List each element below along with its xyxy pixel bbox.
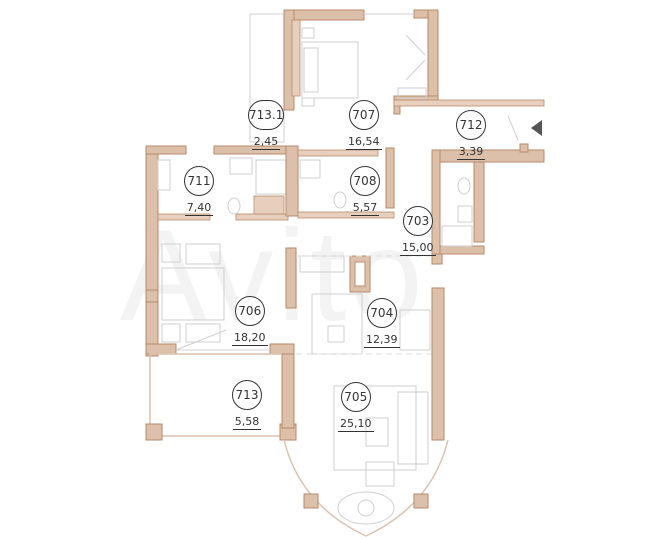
wall — [253, 195, 285, 215]
wall — [283, 9, 365, 21]
triangle-left-icon — [531, 120, 542, 136]
stove-icon — [327, 325, 345, 343]
shelf-icon — [397, 87, 427, 99]
room-number: 711 — [184, 166, 214, 196]
dining-chairs-icon — [399, 309, 431, 351]
wall — [427, 9, 439, 101]
room-label-711: 711 7,40 — [184, 166, 214, 216]
nightstand-icon — [301, 27, 315, 39]
kitchen-counter-icon — [311, 293, 363, 355]
bed-icon — [301, 41, 359, 99]
wall — [285, 247, 297, 309]
room-number: 707 — [348, 100, 379, 130]
wall — [473, 161, 485, 243]
shower-icon — [441, 225, 473, 247]
room-label-703: 703 15,00 — [400, 206, 436, 256]
column — [145, 423, 163, 441]
bay-window — [283, 439, 449, 537]
wall — [519, 143, 529, 153]
wall — [393, 99, 545, 107]
room-label-712: 712 3,39 — [456, 110, 486, 160]
wall — [431, 287, 445, 441]
wall — [431, 253, 443, 265]
room-number: 713 — [232, 380, 262, 410]
room-label-707: 707 16,54 — [346, 100, 382, 150]
sink-icon — [229, 157, 253, 175]
room-area: 2,45 — [251, 135, 281, 150]
room-area: 7,40 — [184, 201, 214, 216]
radiator-icon — [299, 255, 345, 273]
room-number: 713.1 — [248, 100, 284, 130]
room-area: 15,00 — [400, 241, 436, 256]
desk-icon — [185, 323, 221, 343]
room-area: 3,39 — [456, 145, 486, 160]
wall — [439, 245, 485, 255]
wall — [385, 147, 395, 209]
room-label-705: 705 25,10 — [338, 382, 374, 432]
toilet-icon — [333, 191, 347, 209]
room-label-706: 706 18,20 — [232, 296, 268, 346]
pillows-icon — [303, 47, 319, 93]
room-number: 708 — [350, 166, 380, 196]
room-area: 18,20 — [232, 331, 268, 346]
room-number: 705 — [340, 382, 371, 412]
room-area: 25,10 — [338, 417, 374, 432]
nightstand-icon — [301, 97, 315, 107]
rug-icon — [333, 385, 417, 471]
room-number: 712 — [456, 110, 486, 140]
coffee-table-icon — [365, 417, 389, 447]
armchair-icon — [365, 461, 395, 487]
column — [413, 493, 429, 509]
balcony-outline — [149, 353, 287, 437]
sink-icon — [299, 159, 321, 179]
wardrobe-wall — [291, 19, 301, 97]
column — [303, 493, 319, 509]
radiator-icon — [157, 159, 171, 191]
wall — [269, 343, 295, 355]
wall — [235, 213, 289, 221]
wall — [285, 145, 299, 217]
room-number: 704 — [366, 298, 397, 328]
room-label-713-1: 713.1 2,45 — [248, 100, 284, 150]
sink-icon — [457, 205, 473, 223]
room-area: 16,54 — [346, 135, 382, 150]
wall — [145, 289, 159, 303]
wall — [297, 211, 395, 219]
wall — [157, 213, 211, 221]
desk-icon — [185, 243, 221, 265]
sofa-icon — [397, 391, 429, 465]
room-label-704: 704 12,39 — [364, 298, 400, 348]
room-number: 703 — [402, 206, 433, 236]
nightstand-icon — [161, 323, 181, 343]
shower-icon — [255, 159, 287, 195]
wall — [281, 353, 295, 429]
room-number: 706 — [234, 296, 265, 326]
wall — [145, 145, 187, 155]
toilet-icon — [457, 177, 471, 195]
bed-icon — [161, 267, 225, 321]
wall — [145, 343, 177, 355]
wall — [297, 149, 379, 157]
room-label-713: 713 5,58 — [232, 380, 262, 430]
room-label-708: 708 5,57 — [350, 166, 380, 216]
toilet-icon — [227, 197, 241, 215]
room-area: 12,39 — [364, 333, 400, 348]
table-icon — [337, 491, 395, 525]
wall — [145, 145, 159, 357]
room-area: 5,57 — [350, 201, 380, 216]
nightstand-icon — [161, 243, 181, 263]
room-area: 5,58 — [232, 415, 262, 430]
